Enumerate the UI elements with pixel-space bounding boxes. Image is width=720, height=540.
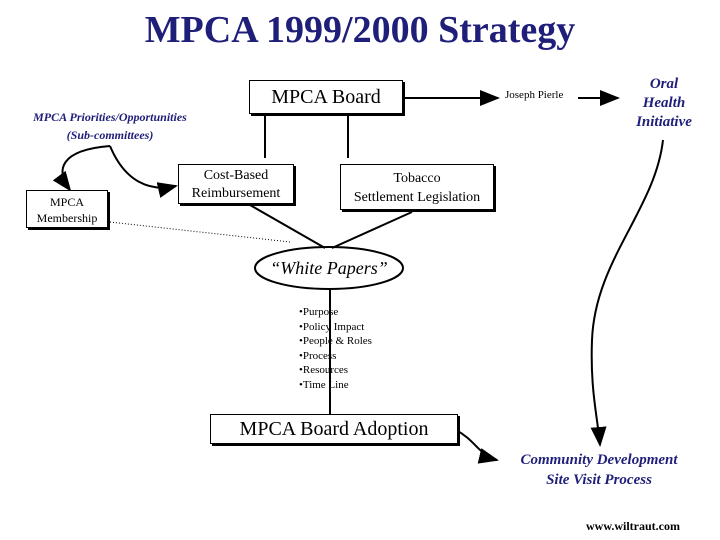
membership-line1: MPCA: [49, 195, 84, 209]
cost-line1: Cost-Based: [203, 168, 269, 183]
cost-based-box: Cost-Based Reimbursement: [178, 164, 294, 204]
priorities-line1: MPCA Priorities/Opportunities: [33, 110, 187, 124]
bullet-item: People & Roles: [299, 334, 372, 349]
board-adoption-label: MPCA Board Adoption: [239, 418, 429, 440]
membership-dotted-link: [109, 221, 291, 243]
community-line2: Site Visit Process: [546, 472, 652, 488]
tobacco-box: Tobacco Settlement Legislation: [340, 164, 494, 210]
bullet-item: Resources: [299, 363, 372, 378]
oral-line3: Initiative: [636, 114, 692, 130]
mpca-board-box: MPCA Board: [249, 80, 403, 114]
membership-box: MPCA Membership: [26, 190, 108, 228]
oral-health-label: Oral Health Initiative: [622, 75, 706, 132]
white-papers-ellipse: [254, 246, 404, 290]
cost-to-whitepapers-line: [249, 204, 326, 249]
priorities-to-membership-curve: [52, 145, 111, 192]
priorities-label: MPCA Priorities/Opportunities (Sub-commi…: [12, 108, 208, 144]
mpca-board-label: MPCA Board: [271, 86, 381, 108]
bullet-item: Time Line: [299, 378, 372, 393]
cost-line2: Reimbursement: [191, 186, 281, 201]
tobacco-line1: Tobacco: [393, 171, 441, 186]
website-footer: www.wiltraut.com: [586, 519, 680, 533]
bullet-item: Process: [299, 349, 372, 364]
membership-line2: Membership: [36, 211, 98, 225]
oral-to-community-curve: [590, 139, 664, 447]
white-papers-label: “White Papers”: [270, 258, 388, 278]
bullet-item: Policy Impact: [299, 320, 372, 335]
tobacco-to-whitepapers-line: [331, 211, 413, 249]
tobacco-line2: Settlement Legislation: [353, 190, 481, 205]
oral-line1: Oral: [649, 76, 679, 92]
bullet-item: Purpose: [299, 305, 372, 320]
joseph-pierle-label: Joseph Pierle: [505, 89, 564, 101]
priorities-line2: (Sub-committees): [66, 128, 154, 142]
oral-line2: Health: [642, 95, 686, 111]
board-adoption-box: MPCA Board Adoption: [210, 414, 458, 444]
priorities-to-cost-curve: [109, 145, 178, 198]
adoption-to-community-curve: [455, 429, 499, 464]
community-line1: Community Development: [520, 452, 678, 468]
white-papers-bullets: Purpose Policy Impact People & Roles Pro…: [299, 305, 372, 392]
community-dev-label: Community Development Site Visit Process: [494, 450, 704, 490]
page-title: MPCA 1999/2000 Strategy: [144, 9, 576, 51]
